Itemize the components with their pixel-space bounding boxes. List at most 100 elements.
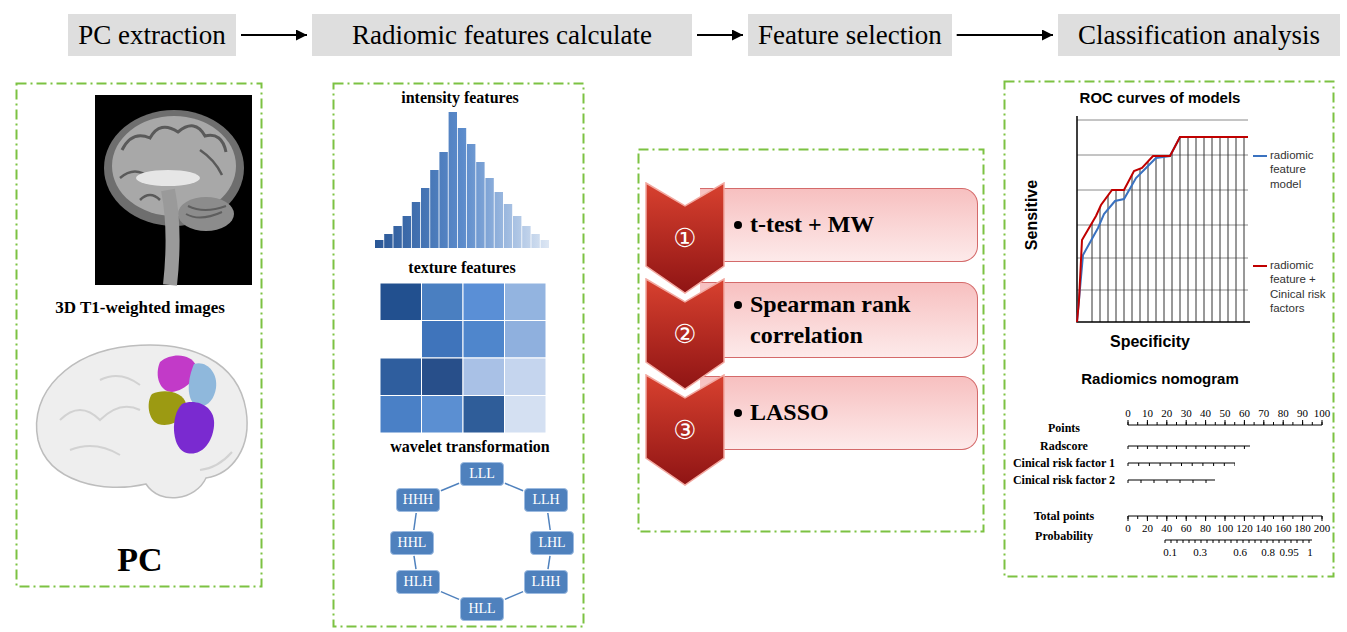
legend-row: radiomic feature + Cinical risk factors: [1252, 258, 1336, 316]
text-anchor: Specificity: [1110, 333, 1190, 351]
bullet-dot: [734, 301, 742, 309]
text-anchor: 60: [1239, 407, 1250, 419]
brain-render: [37, 345, 248, 498]
wavelet-link: [441, 483, 459, 490]
tick-label: 50: [1220, 407, 1231, 419]
tick-label: 20: [1142, 522, 1153, 534]
nomogram-row-label: Cinical risk factor 1: [1013, 456, 1115, 471]
panel-frame: 3D T1-weighted imagesPC: [15, 82, 263, 588]
text-anchor: Cinical risk factor 2: [1013, 473, 1115, 488]
text-anchor: PC: [117, 541, 162, 579]
tick-label: 40: [1200, 407, 1211, 419]
tick-label: 10: [1142, 407, 1153, 419]
intensity-histogram: [403, 216, 411, 248]
intensity-histogram: [449, 112, 457, 248]
texture-matrix: [380, 396, 422, 434]
dashed-frame: [1005, 82, 1334, 577]
intensity-histogram: [476, 162, 484, 248]
step-text: t-test + MW: [750, 209, 874, 240]
wavelet-link: [505, 592, 523, 600]
text-anchor: ROC curves of models: [1080, 89, 1241, 106]
intensity-histogram: [375, 112, 549, 248]
nomogram-row-label: Probability: [1035, 529, 1093, 544]
text-anchor: Total points: [1034, 509, 1095, 524]
subband-name: LHL: [538, 535, 565, 551]
dashed-frame: [639, 150, 984, 532]
intensity-histogram: [430, 170, 438, 248]
nomogram-scales: [1128, 425, 1322, 426]
nomogram-row-label: Points: [1048, 421, 1080, 436]
text-anchor: intensity features: [401, 89, 518, 107]
text-anchor: texture features: [408, 259, 515, 277]
nomogram-row-label: Radscore: [1040, 439, 1088, 454]
texture-matrix: [505, 358, 547, 396]
legend-line-sample: [1253, 155, 1267, 157]
intensity-histogram: [467, 144, 475, 248]
wavelet-link: [441, 592, 459, 600]
text-anchor: 1: [1307, 546, 1313, 558]
texture-matrix: [463, 396, 505, 434]
text-anchor: 0: [1125, 407, 1131, 419]
text-anchor: 0.95: [1279, 546, 1298, 558]
wavelet-box: HLL: [460, 597, 504, 621]
tick-label: 80: [1200, 522, 1211, 534]
intensity-histogram: [531, 234, 539, 248]
subband-name: LLL: [469, 466, 495, 482]
stage-header-box: Radiomic features calculate: [312, 14, 692, 56]
roc-chart: [1077, 137, 1248, 322]
tick-label: 0.3: [1193, 546, 1207, 558]
wavelet-box: LHL: [530, 531, 574, 555]
stage-header-box: PC extraction: [68, 14, 236, 56]
tick-label: 20: [1161, 407, 1172, 419]
intensity-histogram: [541, 240, 549, 248]
tick-label: 0.8: [1261, 546, 1275, 558]
panel-frame: LLLLLHLHLLHHHLLHLHHHLHHHintensity featur…: [332, 82, 585, 628]
stage-header-box: Classification analysis: [1058, 14, 1340, 56]
text-anchor: ②: [673, 319, 696, 349]
nomogram-scales: [1128, 480, 1215, 481]
wavelet-link: [548, 513, 550, 530]
panel-heading: wavelet transformation: [390, 438, 550, 456]
nomogram-scales: [1128, 420, 1324, 425]
mri-slice: [136, 170, 200, 186]
step-number: ③: [673, 415, 696, 445]
text-anchor: 60: [1181, 522, 1192, 534]
nomogram-scales: [1165, 540, 1313, 543]
tick-label: 0.95: [1279, 546, 1298, 558]
nomogram-scales: [1128, 516, 1324, 519]
tick-label: 60: [1181, 522, 1192, 534]
text-anchor: 0.6: [1233, 546, 1247, 558]
nomogram-row-label: Total points: [1034, 509, 1095, 524]
texture-matrix: [422, 283, 464, 321]
wavelet-box: HHL: [390, 531, 434, 555]
intensity-histogram: [485, 178, 493, 248]
text-anchor: Cinical risk factor 1: [1013, 456, 1115, 471]
nomogram-scales: [1128, 422, 1324, 425]
texture-matrix: [463, 358, 505, 396]
brain-render: [37, 345, 248, 498]
brain-render: [189, 363, 216, 406]
text-anchor: Sensitive: [1023, 180, 1041, 250]
mri-slice: [95, 95, 252, 285]
wavelet-link: [414, 513, 416, 530]
axis-label: Sensitive: [1023, 180, 1041, 250]
panel-heading: 3D T1-weighted images: [55, 298, 225, 318]
intensity-histogram: [439, 152, 447, 248]
flow-arrow: [697, 34, 743, 36]
text-anchor: 100: [1314, 407, 1331, 419]
text-anchor: 160: [1275, 522, 1292, 534]
step-text: Spearman rank correlation: [750, 289, 969, 351]
subband-name: HLH: [404, 574, 433, 590]
dashed-frame: [15, 82, 263, 588]
step-chevron: ①: [645, 182, 725, 294]
roc-chart: [1077, 137, 1248, 322]
mri-slice: [95, 95, 252, 285]
tick-label: 30: [1181, 407, 1192, 419]
step-chevron: ③: [645, 374, 725, 486]
panel-frame: ①t-test + MW②Spearman rank correlation③L…: [637, 148, 985, 533]
tick-label: 0: [1125, 522, 1131, 534]
roc-chart: [1077, 116, 1250, 322]
text-anchor: Probability: [1035, 529, 1093, 544]
roc-chart: [1092, 120, 1244, 322]
